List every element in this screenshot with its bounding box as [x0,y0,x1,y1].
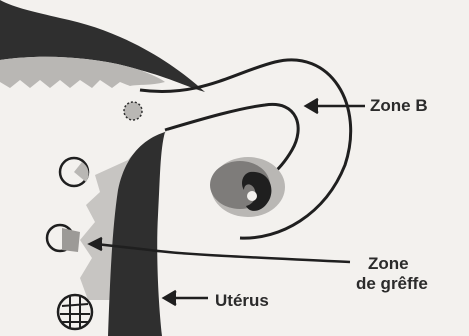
embryo-cluster [210,157,285,217]
label-zone-greffe-line1: Zone [356,254,428,274]
uterus-wall [108,132,165,336]
label-uterus: Utérus [215,291,269,311]
label-zone-greffe: Zone de grêffe [356,254,428,294]
label-zone-greffe-line2: de grêffe [356,274,428,294]
dotted-cell [124,102,142,120]
label-zone-b: Zone B [370,96,428,116]
